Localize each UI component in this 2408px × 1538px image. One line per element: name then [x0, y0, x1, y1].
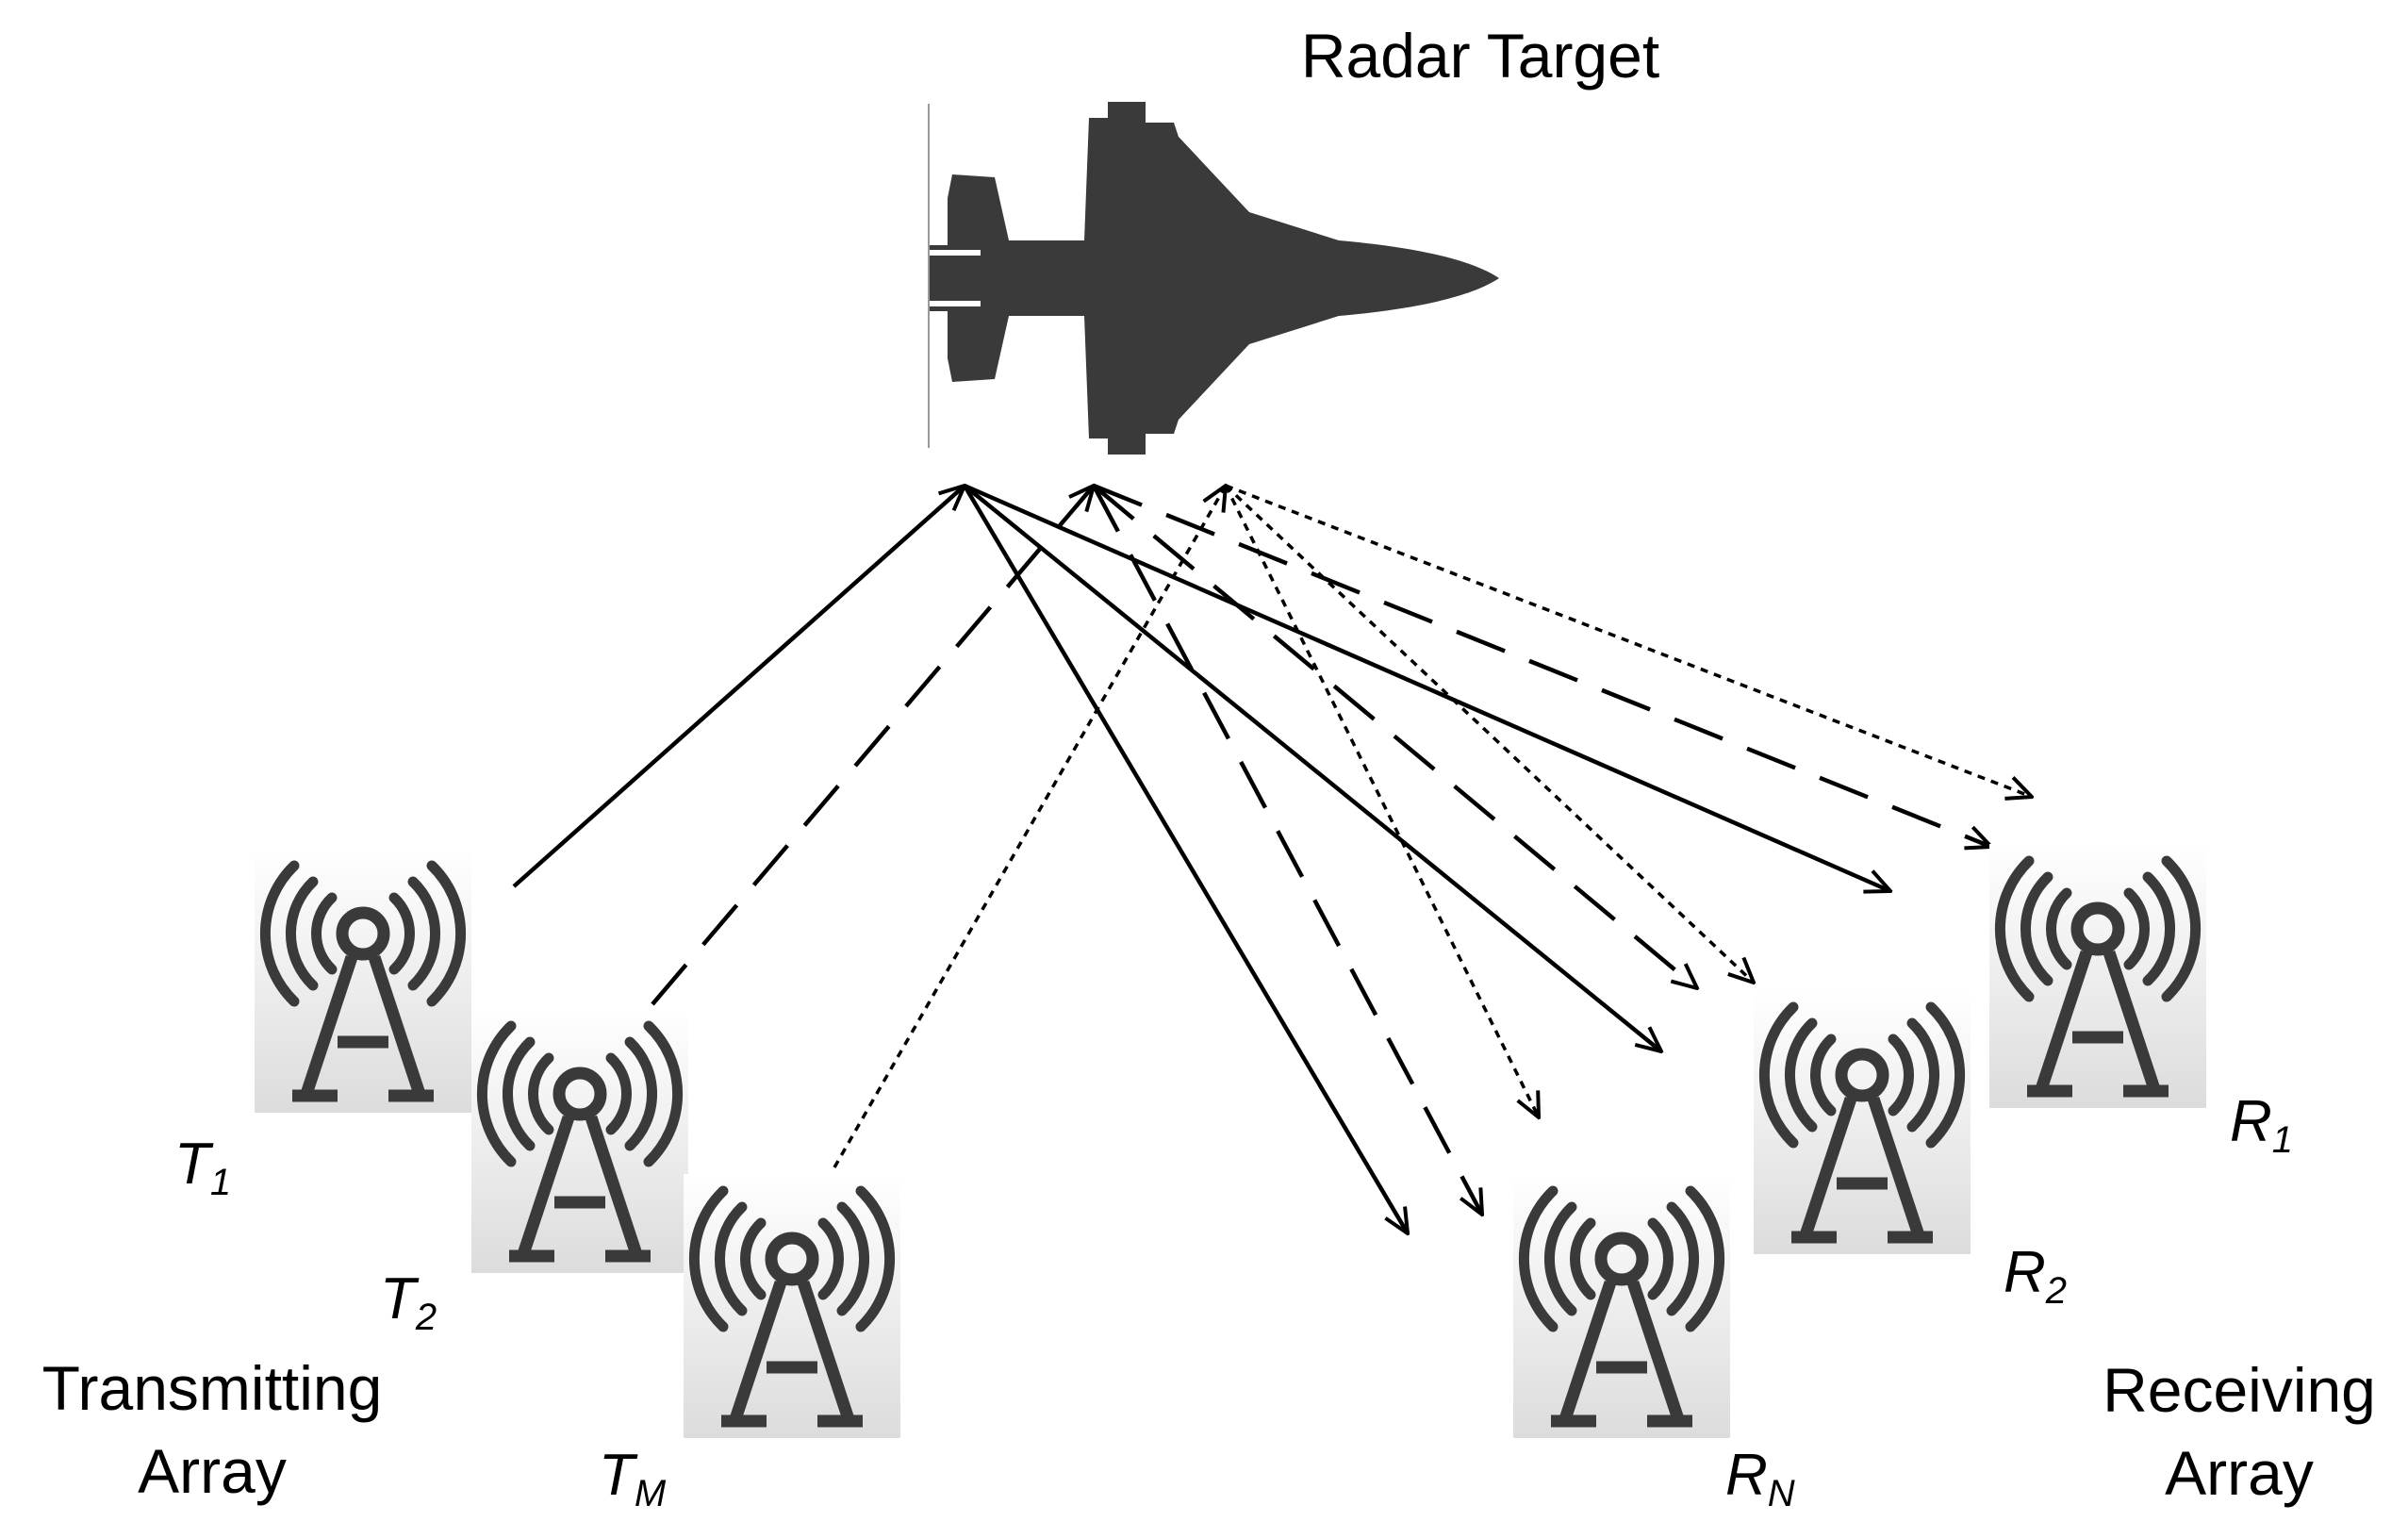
antenna-tower-icon: [1513, 1174, 1730, 1438]
target-to-rn-dotted-line: [1224, 485, 1539, 1117]
target-to-r1-dashed-line: [1093, 483, 1991, 847]
dashed-paths: [651, 483, 1991, 1215]
target-to-r2-dashed-line: [1092, 484, 1697, 988]
transmitting-array-label-line2: Array: [138, 1436, 287, 1506]
target-to-rn-solid-line: [963, 484, 1408, 1233]
tm-to-target-line: [833, 486, 1226, 1168]
solid-paths: [512, 483, 1890, 1233]
rn-label: RN: [1725, 1443, 1795, 1514]
t2-to-target-line: [651, 486, 1094, 1006]
target-to-r2-dotted-line: [1224, 484, 1754, 983]
receiving-array: [1513, 844, 2206, 1438]
t1-to-target-line: [512, 486, 965, 888]
antenna-tower-icon: [1989, 844, 2206, 1108]
antenna-tower-icon: [1754, 990, 1971, 1254]
antenna-tower-icon: [255, 849, 471, 1113]
target-to-r2-solid-line: [963, 484, 1661, 1051]
antenna-tower-icon: [684, 1174, 900, 1438]
target-label: Radar Target: [1301, 21, 1659, 91]
t2-label: T2: [380, 1266, 437, 1338]
tm-label: TM: [599, 1443, 667, 1514]
target-to-r1-solid-line: [964, 483, 1890, 891]
receiving-array-label-line1: Receiving: [2103, 1355, 2376, 1425]
target-to-rn-dashed-line: [1092, 484, 1482, 1215]
r2-label: R2: [2004, 1240, 2067, 1312]
t1-label: T1: [174, 1132, 231, 1203]
target-to-r1-dotted-line: [1225, 484, 2032, 797]
receiving-array-label-line2: Array: [2165, 1438, 2314, 1508]
transmitting-array: [255, 849, 900, 1438]
fighter-jet-icon: [928, 102, 1504, 455]
antenna-tower-icon: [471, 1009, 688, 1273]
r1-label: R1: [2230, 1089, 2293, 1161]
dotted-paths: [833, 484, 2032, 1168]
transmitting-array-label-line1: Transmitting: [42, 1353, 383, 1423]
